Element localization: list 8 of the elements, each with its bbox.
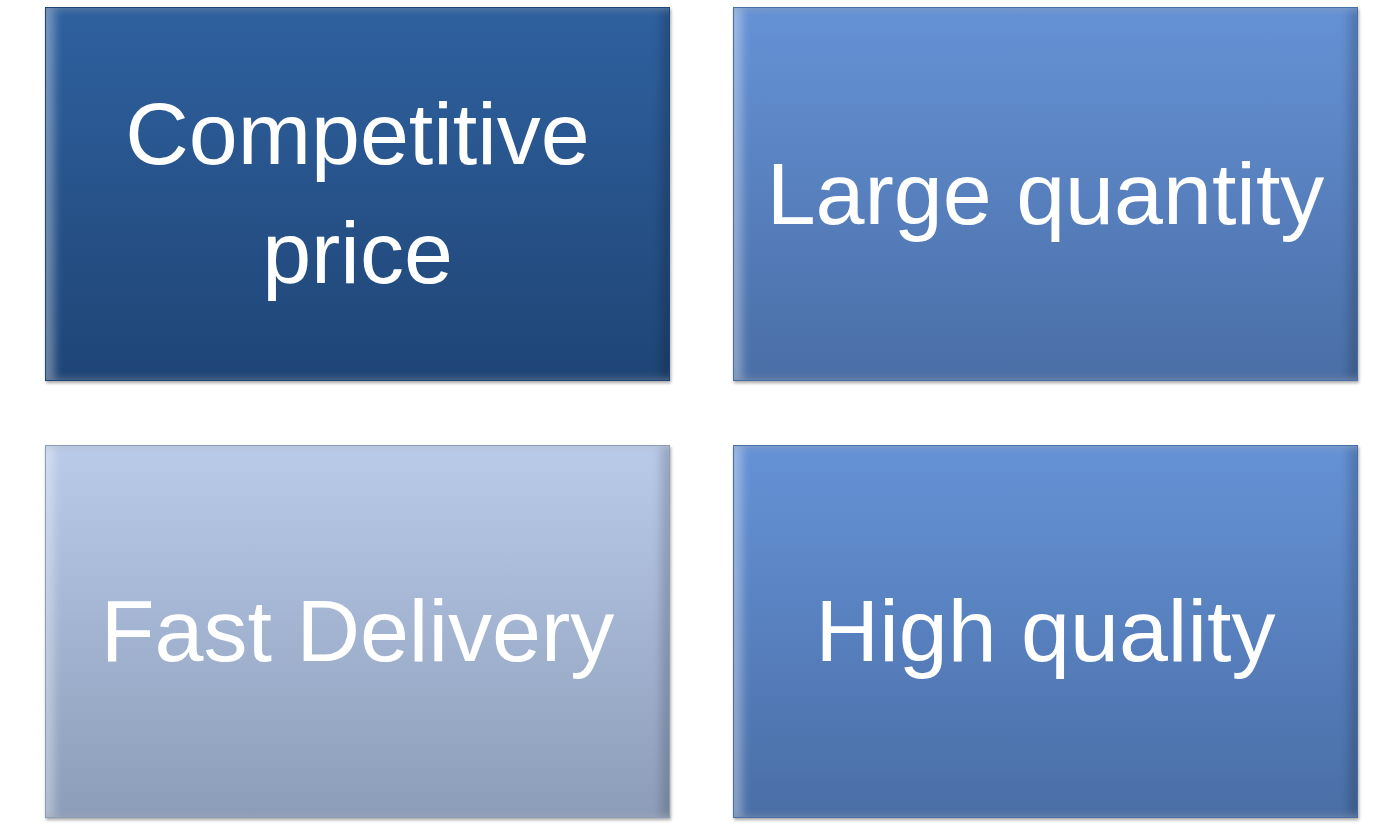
- text-box: [733, 445, 1358, 818]
- box-label: Large quantity: [766, 142, 1325, 245]
- box-label: Fast Delivery: [100, 580, 615, 683]
- box-label: High quality: [815, 580, 1276, 683]
- text-box: [733, 7, 1358, 381]
- text-box: [45, 445, 670, 818]
- box-label: Competitive price: [124, 83, 591, 304]
- text-box: [45, 7, 670, 381]
